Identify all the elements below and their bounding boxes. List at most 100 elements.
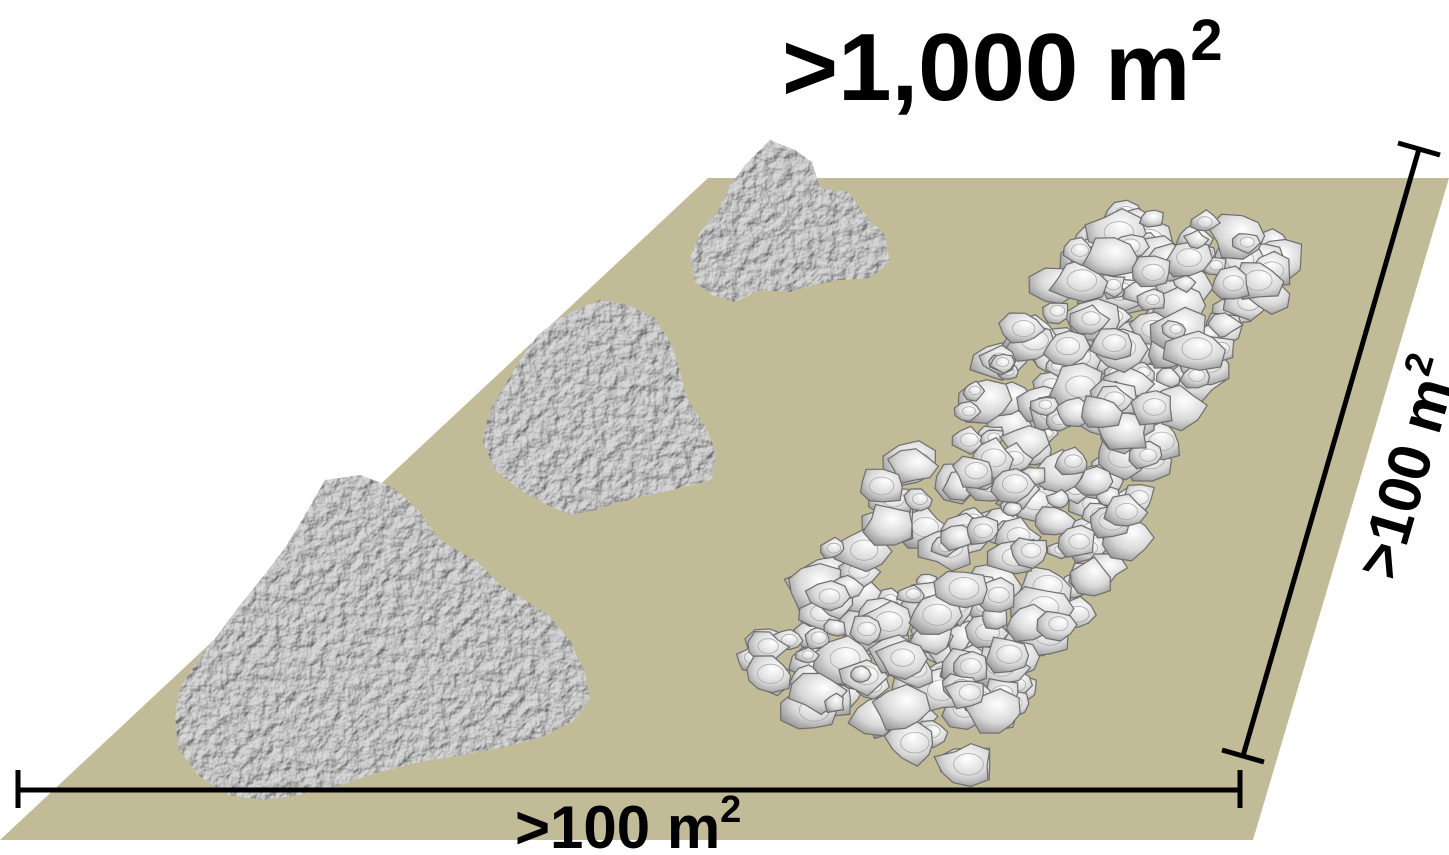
shell-growth-line: [948, 576, 980, 600]
shell-fragment: [1131, 255, 1171, 288]
shell-growth-line: [856, 621, 877, 637]
shell-growth-line: [1141, 263, 1165, 281]
shell-growth-line: [1055, 336, 1081, 356]
shell-growth-line: [964, 462, 988, 480]
shell-growth-line: [1176, 248, 1202, 268]
shell-fragment: [933, 742, 991, 788]
shell-growth-line: [780, 633, 798, 647]
shell-fragment: [1231, 232, 1262, 255]
shell-growth-line: [849, 539, 879, 561]
dimension-right-tick-bottom: [1221, 747, 1265, 765]
shell-growth-line: [1222, 275, 1245, 292]
shell-fragment: [1162, 330, 1227, 371]
shell-growth-line: [818, 588, 841, 605]
shell-fragment: [1136, 288, 1166, 312]
shell-growth-line: [958, 684, 982, 701]
shell-growth-line: [900, 732, 930, 754]
dimension-bottom: [15, 770, 1243, 808]
shell-fragment: [962, 380, 986, 402]
shell-fragment: [824, 692, 845, 714]
bottom-dimension-superscript: 2: [720, 789, 741, 831]
shell-fragment: [1189, 208, 1222, 232]
rock-mound-small: [690, 140, 890, 302]
shell-growth-line: [905, 588, 922, 600]
shell-fragment: [1057, 524, 1096, 558]
shell-growth-line: [1011, 320, 1036, 338]
shell-fragment: [804, 580, 851, 612]
shell-bed: [735, 199, 1303, 788]
shell-growth-line: [1209, 260, 1224, 271]
bottom-dimension-value: >100 m: [515, 794, 720, 855]
shell-fragment: [1029, 396, 1060, 417]
shell-fragment: [1155, 367, 1181, 389]
shell-fragment: [953, 650, 988, 684]
shell-growth-line: [810, 631, 828, 644]
shell-fragment: [1130, 390, 1173, 426]
shell-fragment: [874, 639, 929, 681]
shell-growth-line: [890, 648, 915, 667]
shell-growth-line: [1002, 474, 1029, 494]
shell-growth-line: [756, 663, 785, 684]
shell-fragment: [862, 503, 913, 546]
shell-growth-line: [973, 523, 993, 539]
shell-fragment: [746, 655, 792, 694]
rock-mounds: [175, 140, 890, 800]
dimension-right: [1221, 140, 1441, 765]
shell-growth-line: [1181, 337, 1213, 360]
shell-growth-line: [1115, 502, 1139, 520]
shell-growth-line: [1142, 398, 1167, 416]
shell-fragment: [1073, 465, 1114, 496]
shell-growth-line: [953, 753, 984, 776]
shell-fragment: [1068, 304, 1111, 335]
shell-fragment: [903, 488, 933, 512]
shell-growth-line: [1038, 399, 1053, 410]
shell-fragment: [1081, 237, 1139, 277]
shell-fragment: [985, 636, 1030, 674]
shell-fragment: [989, 353, 1016, 375]
shell-fragment: [1036, 610, 1078, 642]
shell-fragment: [859, 468, 903, 503]
shell-growth-line: [962, 406, 976, 417]
shell-growth-line: [1064, 454, 1083, 469]
shell-fragment: [886, 448, 940, 485]
shell-fragment: [794, 646, 820, 664]
rock-mound-medium: [482, 300, 716, 515]
shell-fragment: [1211, 265, 1250, 300]
shell-growth-line: [968, 385, 982, 396]
shell-fragment: [1054, 446, 1088, 476]
shell-fragment: [849, 615, 882, 646]
shell-growth-line: [1169, 324, 1183, 335]
shell-growth-line: [1071, 243, 1089, 257]
shell-growth-line: [1139, 448, 1157, 462]
shell-growth-line: [995, 357, 1010, 368]
dimension-right-line: [1240, 148, 1422, 757]
shell-growth-line: [1102, 334, 1127, 353]
shell-fragment: [943, 680, 984, 710]
shell-fragment: [1042, 330, 1091, 368]
total-area-value: >1,000 m: [782, 14, 1190, 121]
shell-growth-line: [826, 542, 842, 554]
bottom-dimension-label: >100 m2: [515, 789, 741, 855]
shell-fragment: [1041, 302, 1069, 325]
rock-mound-large: [175, 475, 590, 800]
total-area-label: >1,000 m2: [782, 8, 1223, 121]
shell-growth-line: [1145, 294, 1161, 306]
shell-growth-line: [922, 603, 953, 626]
shell-growth-line: [1068, 533, 1090, 550]
shell-growth-line: [1239, 236, 1255, 248]
shell-growth-line: [757, 638, 779, 654]
shell-fragment: [1182, 229, 1210, 250]
shell-fragment: [1138, 209, 1164, 228]
dimension-right-tick-top: [1397, 140, 1441, 158]
shell-growth-line: [912, 493, 928, 505]
shell-growth-line: [868, 476, 895, 496]
shell-fragment: [823, 618, 847, 637]
shell-growth-line: [996, 644, 1023, 664]
shell-fragment: [1080, 395, 1123, 429]
shell-growth-line: [1066, 269, 1098, 292]
shell-fragment: [1103, 493, 1149, 527]
shell-growth-line: [987, 586, 1010, 604]
shell-fragment: [951, 455, 993, 490]
shell-fragment: [1002, 502, 1023, 517]
